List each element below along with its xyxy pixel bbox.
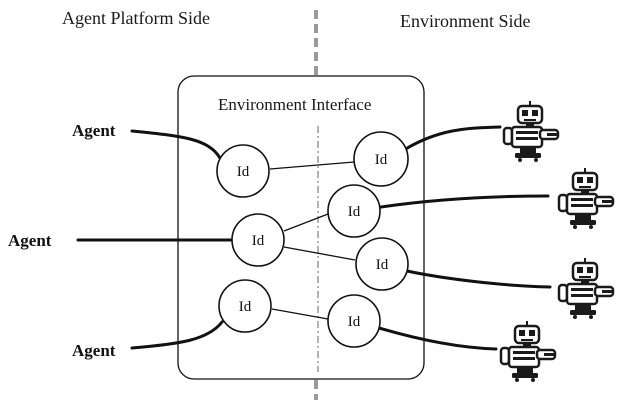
id-node-left-3: Id — [218, 279, 272, 333]
link-2 — [283, 213, 329, 232]
header-environment-side: Environment Side — [400, 11, 530, 31]
agent-label-3: Agent — [72, 341, 116, 360]
link-3 — [283, 246, 356, 261]
id-label: Id — [237, 164, 250, 180]
robot-icon — [499, 319, 557, 384]
id-node-right-3: Id — [355, 237, 409, 291]
id-label: Id — [375, 152, 388, 168]
id-label: Id — [348, 204, 361, 220]
env-wire-1 — [402, 125, 502, 152]
env-wire-4 — [377, 326, 498, 351]
agent-wire-3 — [130, 320, 224, 350]
id-node-right-2: Id — [327, 184, 381, 238]
agent-wire-1 — [130, 129, 222, 160]
link-1 — [269, 161, 355, 170]
id-node-left-1: Id — [216, 144, 270, 198]
id-node-right-4: Id — [327, 294, 381, 348]
id-label: Id — [239, 299, 252, 315]
agent-label-2: Agent — [8, 231, 52, 250]
robot-icon — [557, 166, 615, 231]
link-4 — [271, 308, 329, 320]
robot-icon — [557, 256, 615, 321]
id-node-right-1: Id — [353, 131, 409, 187]
env-wire-2 — [379, 194, 550, 209]
id-label: Id — [252, 233, 265, 249]
environment-interface-title: Environment Interface — [218, 95, 371, 114]
environment-interface-box — [177, 75, 425, 380]
env-wire-3 — [405, 269, 552, 289]
id-label: Id — [348, 314, 361, 330]
agent-label-1: Agent — [72, 121, 116, 140]
id-label: Id — [376, 257, 389, 273]
id-node-left-2: Id — [231, 213, 285, 267]
header-agent-platform-side: Agent Platform Side — [62, 8, 210, 28]
robot-icon — [502, 99, 560, 164]
